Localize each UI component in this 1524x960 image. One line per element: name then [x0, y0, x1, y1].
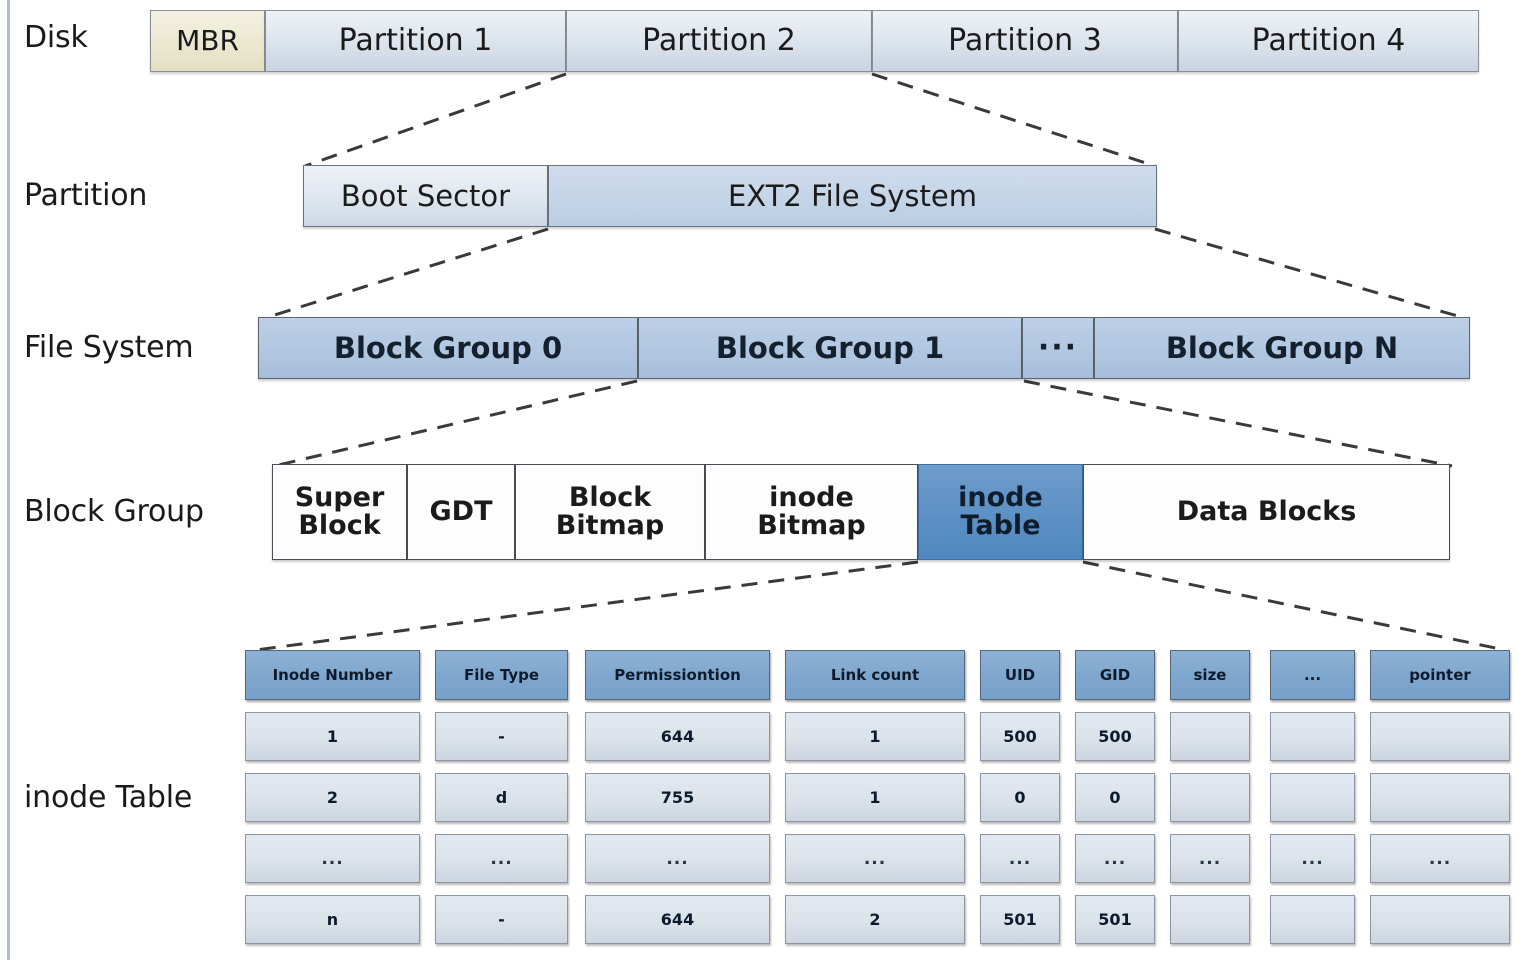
blockgroup-box-data-blocks[interactable]: Data Blocks [1083, 464, 1450, 560]
row-label-file-system: File System [24, 330, 194, 365]
disk-box-partition-2[interactable]: Partition 2 [566, 10, 872, 72]
inode-column-header-link-count[interactable]: Link count [785, 650, 965, 700]
inode-cell-r3-pointer[interactable] [1370, 895, 1510, 944]
inode-cell-r1-gid[interactable]: 0 [1075, 773, 1155, 822]
disk-box-partition-1[interactable]: Partition 1 [265, 10, 566, 72]
inode-cell-r0-pointer[interactable] [1370, 712, 1510, 761]
inode-cell-r0-inode-number[interactable]: 1 [245, 712, 420, 761]
left-accent-rule [7, 0, 10, 960]
inode-cell-r1-ellipsis[interactable] [1270, 773, 1355, 822]
inode-cell-r3-link-count[interactable]: 2 [785, 895, 965, 944]
inode-cell-r3-permissiontion[interactable]: 644 [585, 895, 770, 944]
inode-cell-r1-uid[interactable]: 0 [980, 773, 1060, 822]
disk-box-partition-3[interactable]: Partition 3 [872, 10, 1178, 72]
inode-column-header-uid[interactable]: UID [980, 650, 1060, 700]
partition-box-ext2-file-system[interactable]: EXT2 File System [548, 165, 1157, 227]
inode-cell-r3-gid[interactable]: 501 [1075, 895, 1155, 944]
inode-cell-r2-permissiontion[interactable]: ... [585, 834, 770, 883]
blockgroup-box-block-bitmap[interactable]: Block Bitmap [515, 464, 705, 560]
inode-column-header-pointer[interactable]: pointer [1370, 650, 1510, 700]
inode-cell-r2-uid[interactable]: ... [980, 834, 1060, 883]
inode-cell-r1-file-type[interactable]: d [435, 773, 568, 822]
inode-cell-r2-ellipsis[interactable]: ... [1270, 834, 1355, 883]
row-label-inode-table: inode Table [24, 780, 193, 815]
inode-cell-r0-permissiontion[interactable]: 644 [585, 712, 770, 761]
inode-cell-r2-link-count[interactable]: ... [785, 834, 965, 883]
filesystem-box-block-group-n[interactable]: Block Group N [1094, 317, 1470, 379]
inode-column-header-permissiontion[interactable]: Permissiontion [585, 650, 770, 700]
inode-column-header-inode-number[interactable]: Inode Number [245, 650, 420, 700]
inode-cell-r1-size[interactable] [1170, 773, 1250, 822]
inode-cell-r3-uid[interactable]: 501 [980, 895, 1060, 944]
inode-cell-r1-pointer[interactable] [1370, 773, 1510, 822]
inode-cell-r3-inode-number[interactable]: n [245, 895, 420, 944]
blockgroup-box-super-block[interactable]: Super Block [272, 464, 407, 560]
blockgroup-box-inode-bitmap[interactable]: inode Bitmap [705, 464, 918, 560]
inode-cell-r2-pointer[interactable]: ... [1370, 834, 1510, 883]
inode-column-header-gid[interactable]: GID [1075, 650, 1155, 700]
filesystem-box-block-group-1[interactable]: Block Group 1 [638, 317, 1022, 379]
partition-box-boot-sector[interactable]: Boot Sector [303, 165, 548, 227]
blockgroup-box-inode-table[interactable]: inode Table [918, 464, 1083, 560]
row-label-partition: Partition [24, 178, 148, 213]
inode-cell-r0-size[interactable] [1170, 712, 1250, 761]
inode-cell-r0-uid[interactable]: 500 [980, 712, 1060, 761]
inode-cell-r1-inode-number[interactable]: 2 [245, 773, 420, 822]
inode-cell-r0-gid[interactable]: 500 [1075, 712, 1155, 761]
inode-cell-r3-file-type[interactable]: - [435, 895, 568, 944]
row-label-block-group: Block Group [24, 494, 204, 529]
row-label-disk: Disk [24, 20, 88, 55]
inode-column-header-size[interactable]: size [1170, 650, 1250, 700]
inode-cell-r2-file-type[interactable]: ... [435, 834, 568, 883]
inode-column-header-ellipsis[interactable]: ... [1270, 650, 1355, 700]
inode-column-header-file-type[interactable]: File Type [435, 650, 568, 700]
disk-box-mbr[interactable]: MBR [150, 10, 265, 72]
inode-cell-r0-file-type[interactable]: - [435, 712, 568, 761]
inode-cell-r0-link-count[interactable]: 1 [785, 712, 965, 761]
inode-cell-r0-ellipsis[interactable] [1270, 712, 1355, 761]
inode-cell-r1-link-count[interactable]: 1 [785, 773, 965, 822]
inode-cell-r3-size[interactable] [1170, 895, 1250, 944]
inode-cell-r1-permissiontion[interactable]: 755 [585, 773, 770, 822]
blockgroup-box-gdt[interactable]: GDT [407, 464, 515, 560]
filesystem-box-ellipsis: ··· [1022, 317, 1094, 379]
inode-cell-r2-gid[interactable]: ... [1075, 834, 1155, 883]
inode-cell-r3-ellipsis[interactable] [1270, 895, 1355, 944]
filesystem-box-block-group-0[interactable]: Block Group 0 [258, 317, 638, 379]
disk-box-partition-4[interactable]: Partition 4 [1178, 10, 1479, 72]
inode-cell-r2-size[interactable]: ... [1170, 834, 1250, 883]
inode-cell-r2-inode-number[interactable]: ... [245, 834, 420, 883]
